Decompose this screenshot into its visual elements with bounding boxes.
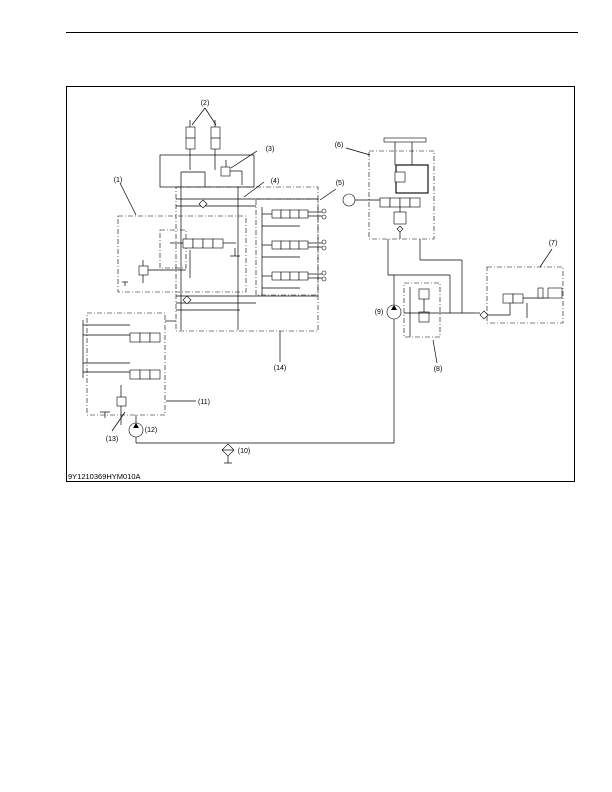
lift-cylinders <box>185 120 221 170</box>
steering-unit <box>342 137 435 240</box>
callout-6: (6) <box>335 142 344 149</box>
callout-4: (4) <box>271 178 280 185</box>
callout-13: (13) <box>106 436 118 443</box>
callout-5: (5) <box>336 180 345 187</box>
callout-7: (7) <box>549 240 558 247</box>
control-valve-enclosure <box>175 186 319 332</box>
hydraulic-pump-12 <box>128 415 394 444</box>
callout-2: (2) <box>201 100 210 107</box>
callout-9: (9) <box>375 309 384 316</box>
drawing-code: 9Y1210369HYM010A <box>68 472 141 481</box>
callout-10: (10) <box>238 448 250 455</box>
hydraulic-pump-9 <box>386 239 463 443</box>
remote-valve-stack <box>255 198 327 296</box>
header-rule <box>66 32 578 33</box>
lift-control-valve <box>117 215 247 293</box>
auxiliary-control-valve <box>82 312 166 425</box>
callout-3: (3) <box>266 146 275 153</box>
callout-11: (11) <box>198 399 210 406</box>
check-valve-4 <box>182 199 208 305</box>
callout-1: (1) <box>114 177 123 184</box>
callout-14: (14) <box>274 365 286 372</box>
lift-valve-block <box>159 154 255 188</box>
flow-priority-valve <box>403 282 475 338</box>
diagram-frame <box>66 86 575 482</box>
pto-valve <box>475 266 564 324</box>
oil-filter <box>221 443 235 464</box>
callout-12: (12) <box>145 427 157 434</box>
callout-8: (8) <box>434 366 443 373</box>
